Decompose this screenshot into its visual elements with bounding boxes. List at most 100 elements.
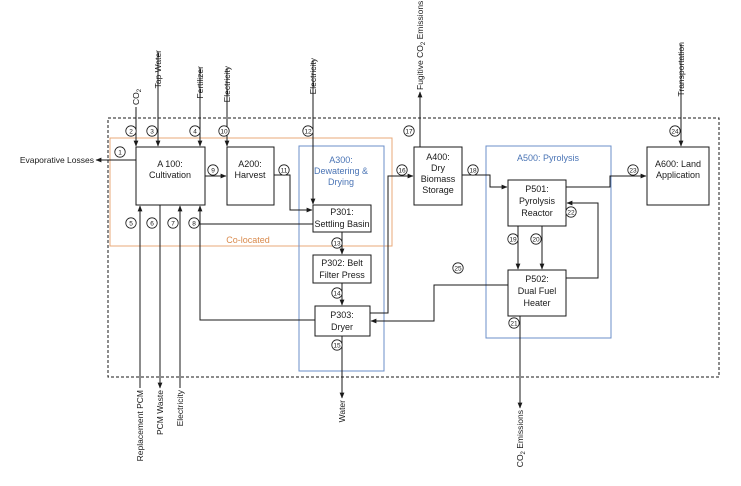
svg-text:12: 12: [304, 128, 312, 135]
svg-text:13: 13: [333, 240, 341, 247]
colocated-label: Co-located: [226, 235, 270, 245]
a300-label-line1: A300:: [329, 155, 353, 165]
svg-text:15: 15: [333, 342, 341, 349]
p302-label-line1: P302: Belt: [321, 258, 363, 268]
svg-text:1: 1: [118, 149, 122, 156]
a600-label-line2: Application: [656, 170, 700, 180]
svg-text:11: 11: [281, 167, 288, 174]
stream-15: 15: [331, 339, 343, 351]
stream-8: 8: [188, 217, 200, 229]
electricity-a300-label: Electricity: [308, 57, 318, 94]
stream-14: 14: [331, 287, 343, 299]
svg-text:10: 10: [220, 128, 228, 135]
stream-11: 11: [278, 164, 290, 176]
stream-23: 23: [627, 164, 639, 176]
evaporative-losses-label: Evaporative Losses: [20, 155, 94, 165]
a400-box: [413, 146, 463, 206]
a400-label-line4: Storage: [422, 185, 454, 195]
co2-input-label: CO2: [131, 88, 143, 105]
p303-box: [314, 305, 371, 337]
fugitive-co2-label: Fugitive CO2 Emissions: [415, 1, 427, 90]
svg-text:17: 17: [405, 128, 413, 135]
svg-text:6: 6: [150, 220, 154, 227]
stream-1: 1: [114, 146, 126, 158]
stream-13: 13: [331, 237, 343, 249]
stream-20: 20: [530, 233, 542, 245]
flow-16: [370, 173, 414, 314]
stream-12: 12: [302, 125, 314, 137]
flow-p303-recycle: [199, 224, 315, 321]
flow-25: [370, 284, 508, 324]
stream-4: 4: [189, 125, 201, 137]
a100-label-line1: A 100:: [157, 159, 183, 169]
electricity-bottom-label: Electricity: [175, 389, 185, 426]
p501-label-line1: P501:: [525, 184, 549, 194]
flow-8: [197, 205, 313, 225]
stream-21: 21: [508, 317, 520, 329]
p302-label-line2: Filter Press: [319, 270, 365, 280]
stream-3: 3: [146, 125, 158, 137]
p501-box: [507, 179, 567, 227]
p301-box: [312, 204, 372, 233]
replacement-pcm-label: Replacement PCM: [135, 390, 145, 461]
stream-22: 22: [565, 206, 577, 218]
flow-23: [566, 173, 647, 188]
transportation-label: Transportation: [676, 42, 686, 97]
stream-7: 7: [167, 217, 179, 229]
stream-18: 18: [467, 164, 479, 176]
stream-19: 19: [507, 233, 519, 245]
p303-label-line1: P303:: [330, 310, 354, 320]
flow-22: [566, 200, 599, 279]
svg-text:2: 2: [129, 128, 133, 135]
a400-label-line1: A400:: [426, 152, 450, 162]
svg-text:24: 24: [671, 128, 679, 135]
svg-text:5: 5: [129, 220, 133, 227]
a400-label-line3: Biomass: [421, 174, 456, 184]
a300-label-line2: Dewatering &: [314, 166, 368, 176]
stream-5: 5: [125, 217, 137, 229]
electricity-a200-label: Electricity: [222, 65, 232, 102]
svg-text:23: 23: [629, 167, 637, 174]
a500-group-box: [485, 145, 612, 339]
system-boundary: [107, 117, 720, 378]
flow-18: [462, 174, 508, 190]
svg-text:18: 18: [469, 167, 477, 174]
a600-label-line1: A600: Land: [655, 159, 701, 169]
svg-text:14: 14: [333, 290, 341, 297]
svg-text:20: 20: [532, 236, 540, 243]
p502-label-line2: Dual Fuel: [518, 286, 557, 296]
a600-box: [646, 146, 710, 206]
svg-text:25: 25: [454, 265, 462, 272]
stream-16: 16: [396, 164, 408, 176]
stream-24: 24: [669, 125, 681, 137]
p501-label-line2: Pyrolysis: [519, 196, 556, 206]
stream-6: 6: [146, 217, 158, 229]
tap-water-label: Tap Water: [153, 50, 163, 89]
p502-label-line1: P502:: [525, 274, 549, 284]
a300-label-line3: Drying: [328, 177, 354, 187]
svg-text:7: 7: [171, 220, 175, 227]
stream-2: 2: [125, 125, 137, 137]
a200-label-line2: Harvest: [234, 170, 266, 180]
svg-text:16: 16: [398, 167, 406, 174]
stream-10: 10: [218, 125, 230, 137]
svg-text:3: 3: [150, 128, 154, 135]
p501-label-line3: Reactor: [521, 208, 553, 218]
svg-text:22: 22: [567, 209, 575, 216]
p502-label-line3: Heater: [523, 298, 550, 308]
svg-text:19: 19: [509, 236, 517, 243]
p303-label-line2: Dryer: [331, 322, 353, 332]
fertilizer-label: Fertilizer: [195, 66, 205, 99]
svg-text:9: 9: [211, 167, 215, 174]
a400-label-line2: Dry: [431, 163, 445, 173]
p301-label-line2: Settling Basin: [314, 219, 369, 229]
water-label: Water: [337, 400, 347, 423]
stream-17: 17: [403, 125, 415, 137]
flow-11: [274, 174, 313, 213]
a100-box: [135, 146, 206, 206]
co2-emissions-label: CO2 Emissions: [515, 410, 527, 467]
a500-label: A500: Pyrolysis: [517, 153, 580, 163]
svg-text:8: 8: [192, 220, 196, 227]
colocated-group-box: [109, 137, 393, 247]
p301-label-line1: P301:: [330, 207, 354, 217]
